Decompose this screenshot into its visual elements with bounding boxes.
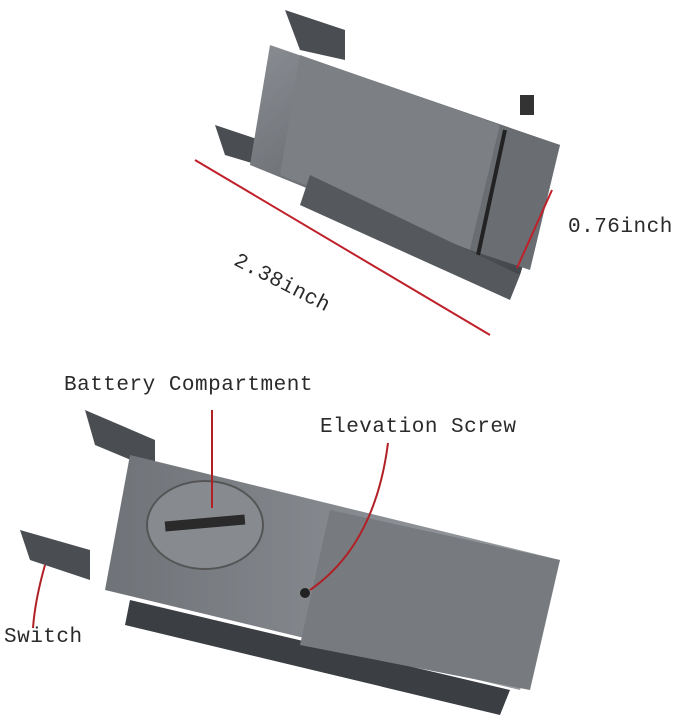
top-device	[215, 10, 560, 300]
elevation-screw-label: Elevation Screw	[320, 416, 517, 439]
height-label: 0.76inch	[568, 216, 673, 239]
height-line	[516, 189, 553, 269]
switch-label: Switch	[4, 626, 83, 649]
bottom-device	[20, 410, 560, 715]
callout-lines	[32, 410, 389, 629]
length-line	[194, 159, 491, 336]
battery-compartment-label: Battery Compartment	[64, 374, 313, 397]
